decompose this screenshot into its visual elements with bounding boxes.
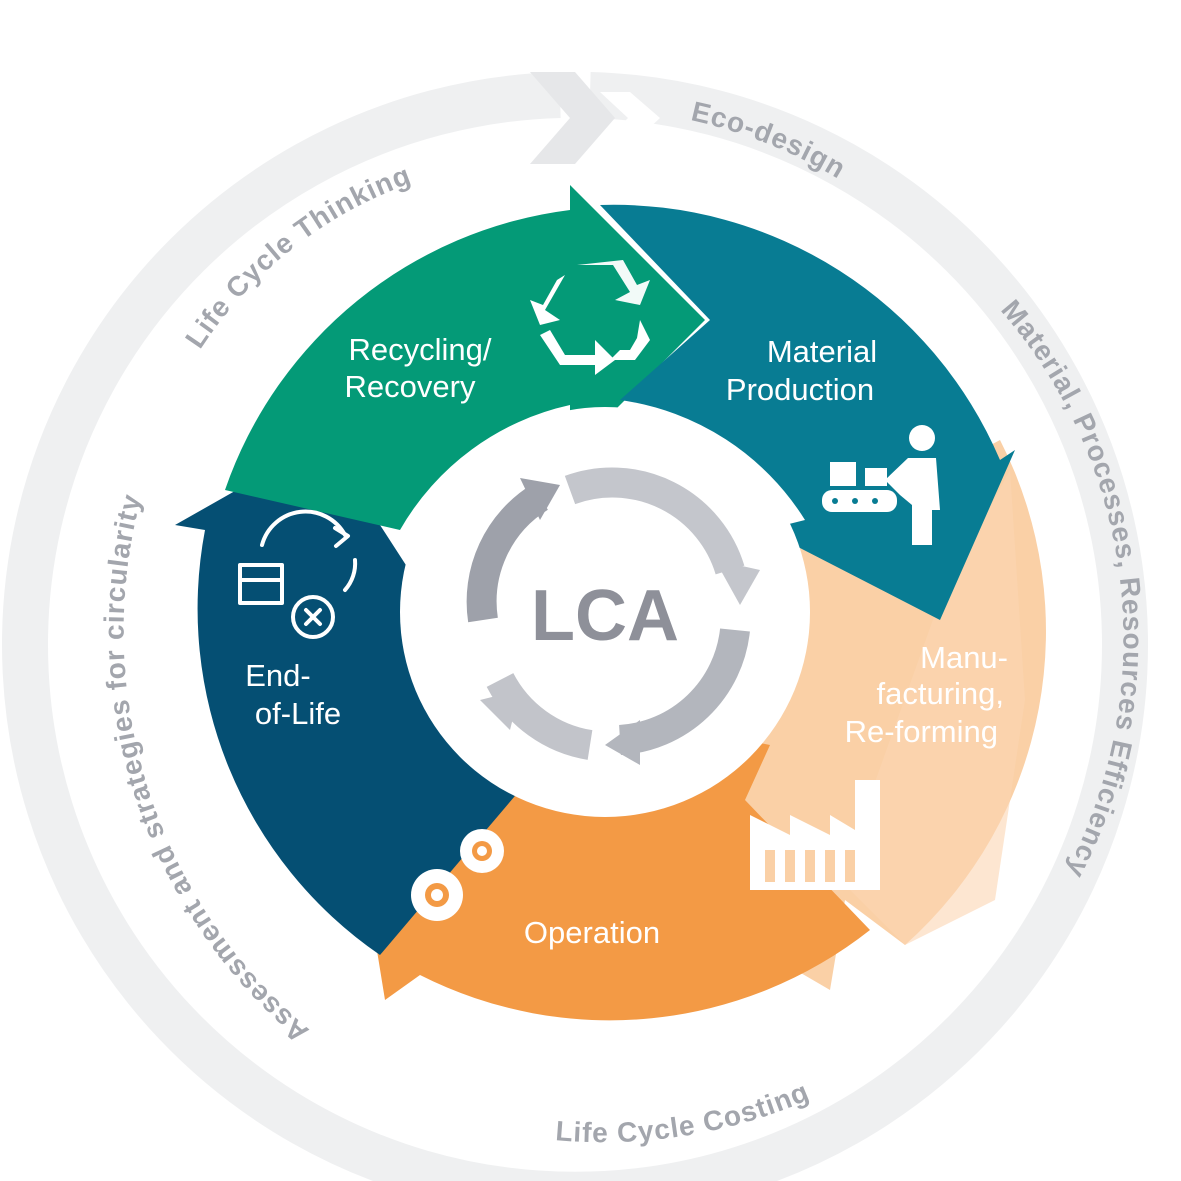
manufacturing-label-line2: facturing,	[876, 676, 1004, 711]
end-of-life-label-line2: of-Life	[255, 696, 341, 731]
gears-icon	[411, 829, 504, 921]
end-of-life-label-line1: End-	[245, 658, 310, 693]
outer-ring	[2, 72, 1148, 1181]
center-cycle-arrows	[466, 467, 760, 765]
outer-arrow-head	[530, 72, 615, 164]
factory-icon	[750, 780, 880, 890]
box-cycle-cancel-icon	[238, 509, 358, 639]
worker-conveyor-icon	[822, 425, 940, 545]
manufacturing-label-line1: Manu-	[920, 640, 1008, 675]
recycling-label-line2: Recovery	[345, 369, 476, 404]
material-label-line1: Material	[767, 334, 877, 369]
recycling-label-line1: Recycling/	[349, 332, 492, 367]
material-label-line2: Production	[726, 372, 874, 407]
segment-recycling	[225, 185, 705, 530]
manufacturing-label-line3: Re-forming	[845, 714, 998, 749]
outer-arrow-gap	[600, 92, 660, 146]
segment-end-of-life	[175, 440, 520, 955]
lca-label: LCA	[531, 576, 679, 656]
segment-material	[600, 204, 1015, 620]
recycle-icon	[530, 260, 650, 375]
operation-label: Operation	[524, 915, 660, 950]
segment-manufacturing-shade	[840, 470, 1025, 945]
